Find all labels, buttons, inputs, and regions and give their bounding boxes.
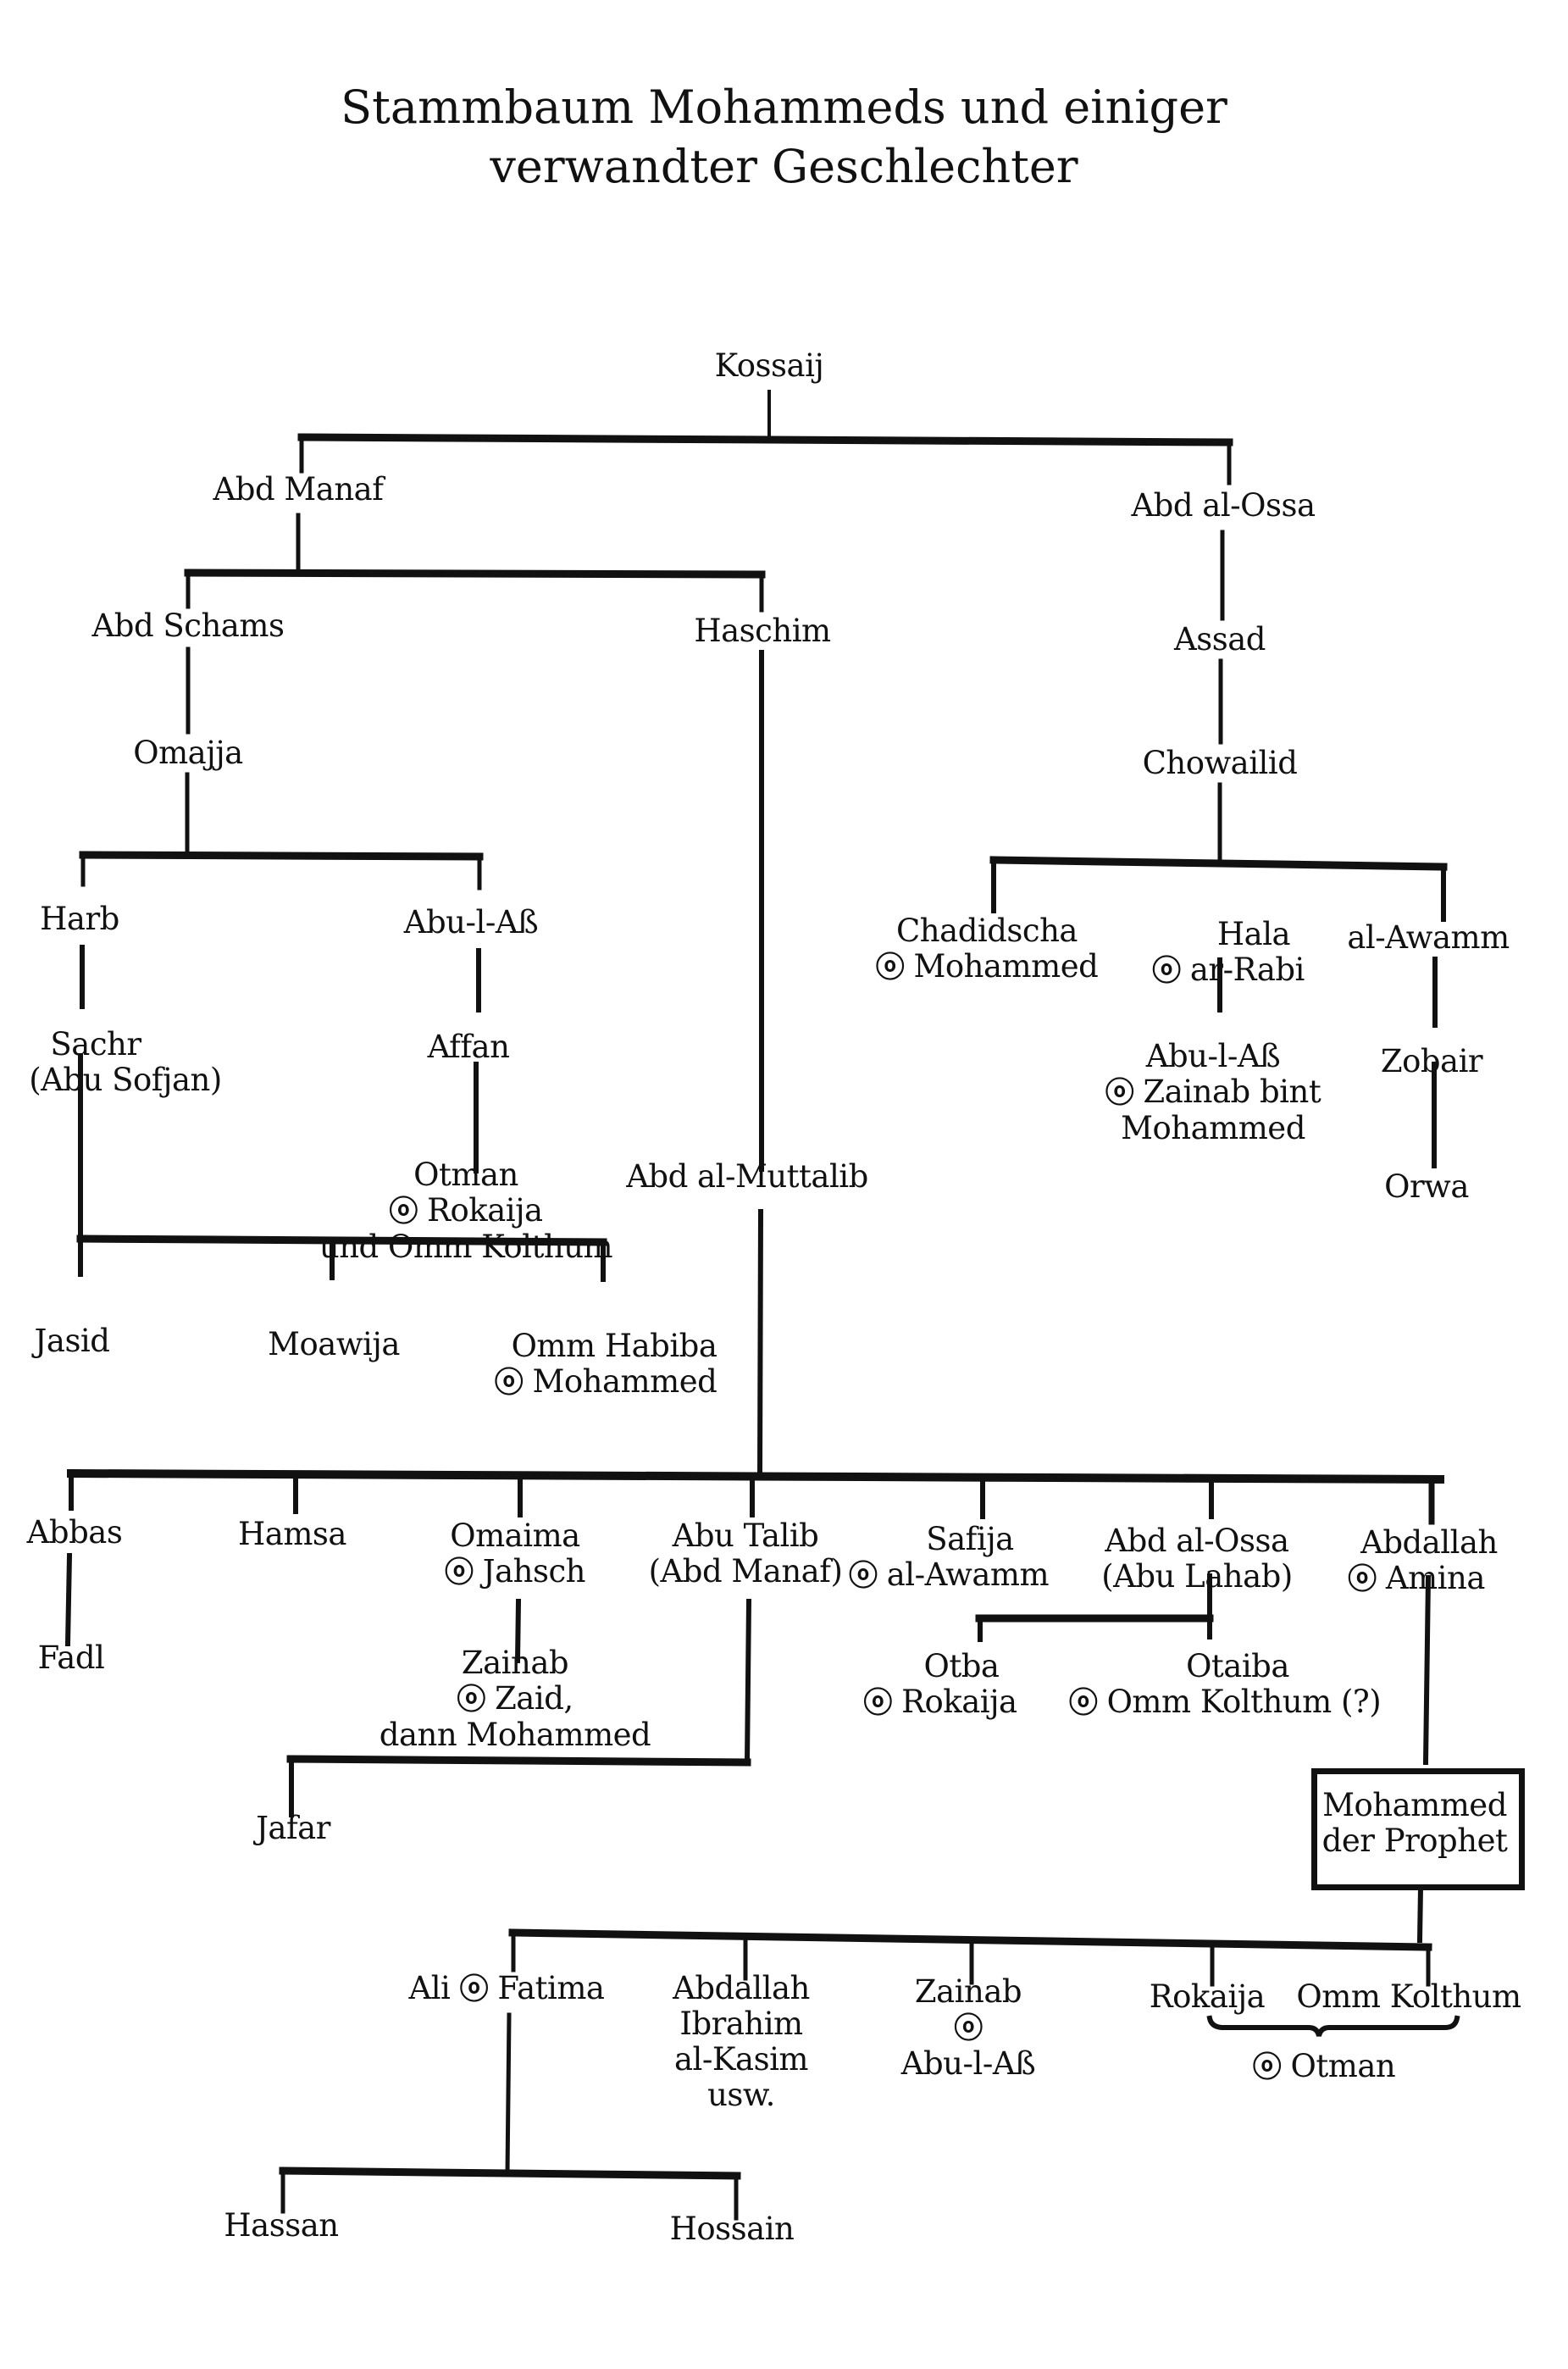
node-affan: Affan [427,1029,510,1065]
node-hassan: Hassan [224,2207,339,2244]
marriage-icon: ⓞ [1152,954,1181,988]
node-mohammed-der-prophet: Mohammed der Prophet [1321,1787,1508,1859]
node-kossaij: Kossaij [714,347,824,384]
node-abu-lahab: Abd al-Ossa (Abu Lahab) [1101,1523,1293,1595]
node-hamsa: Hamsa [238,1516,346,1552]
diagram-title: Stammbaum Mohammeds und einiger verwandt… [0,78,1568,197]
connector [66,1468,1445,1484]
connector [64,1552,73,1647]
node-hala: Hala ⓞ ar-Rabi [1152,916,1305,989]
node-hossain: Hossain [669,2211,795,2247]
node-abu-l-ass-2: Abu-l-Aß ⓞ Zainab bint Mohammed [1105,1038,1321,1146]
node-jafar: Jafar [256,1810,330,1846]
node-safija: Safija ⓞ al-Awamm [848,1521,1050,1594]
node-abd-al-muttalib: Abd al-Muttalib [626,1158,868,1195]
connector [989,856,1448,871]
marriage-icon: ⓞ [459,1972,489,2006]
node-abbas: Abbas [26,1514,123,1551]
node-chadidscha: Chadidscha ⓞ Mohammed [875,913,1099,985]
connector [297,433,1233,447]
node-abdallah-ibrahim: Abdallah Ibrahim al-Kasim usw. [673,1970,810,2113]
mohammed-box [1311,1768,1525,1890]
node-al-awamm: al-Awamm [1347,919,1510,956]
marriage-icon: ⓞ [457,1683,485,1717]
marriage-icon: ⓞ [848,1559,878,1593]
connector [76,1234,607,1246]
marriage-icon: ⓞ [875,951,905,985]
node-harb: Harb [40,901,119,937]
node-chowailid: Chowailid [1142,745,1298,781]
marriage-icon: ⓞ [863,1686,892,1720]
node-omajja: Omajja [133,735,243,771]
marriage-icon: ⓞ [954,2011,983,2045]
node-assad: Assad [1174,621,1266,657]
node-abu-talib: Abu Talib (Abd Manaf) [648,1517,843,1590]
node-abd-schams: Abd Schams [91,608,285,644]
node-abu-l-ass: Abu-l-Aß [403,904,539,940]
connector [1416,1884,1424,1944]
node-omaima: Omaima ⓞ Jahsch [444,1517,586,1590]
title-line-2: verwandter Geschlechter [490,140,1078,193]
marriage-icon: ⓞ [494,1366,524,1400]
connector [744,1598,752,1766]
marriage-icon: ⓞ [444,1556,474,1590]
node-abd-manaf: Abd Manaf [213,471,384,508]
connector [184,569,766,579]
node-fadl: Fadl [37,1639,105,1676]
node-omm-habiba: Omm Habiba ⓞ Mohammed [494,1328,718,1401]
marriage-icon: ⓞ [1105,1076,1134,1110]
node-abd-al-ossa: Abd al-Ossa [1131,487,1316,524]
node-zobair: Zobair [1380,1043,1483,1079]
marriage-icon: ⓞ [1252,2050,1282,2084]
node-moawija: Moawija [268,1326,400,1362]
node-abdallah: Abdallah ⓞ Amina [1348,1524,1498,1597]
node-ali-fatima: Ali ⓞ Fatima [408,1970,606,2007]
marriage-icon: ⓞ [389,1195,418,1229]
node-otaiba: Otaiba ⓞ Omm Kolthum (?) [1068,1648,1382,1721]
node-otman: Otman ⓞ Rokaija und Omm Kolthum [319,1157,613,1265]
node-zainab: Zainab ⓞ Zaid, dann Mohammed [379,1645,651,1753]
brace [1206,2015,1460,2037]
connector [279,2166,741,2180]
node-omm-kolthum: Omm Kolthum [1296,1978,1521,2015]
title-line-1: Stammbaum Mohammeds und einiger [341,80,1227,134]
connector [79,851,484,861]
connector [756,1208,764,1478]
connector [1422,1574,1432,1766]
node-haschim: Haschim [694,613,831,649]
node-rokaija: Rokaija [1149,1978,1266,2015]
connector [286,1755,751,1767]
node-orwa: Orwa [1384,1168,1469,1205]
node-zainab-2: Zainab ⓞ Abu-l-Aß [900,1973,1036,2082]
node-jasid: Jasid [34,1323,110,1359]
connector [505,2012,512,2176]
node-otba: Otba ⓞ Rokaija [863,1648,1017,1721]
marriage-icon: ⓞ [1348,1562,1377,1596]
node-sachr: Sachr (Abu Sofjan) [29,1026,222,1098]
node-otman-2: ⓞ Otman [1252,2048,1396,2085]
marriage-icon: ⓞ [1068,1686,1098,1720]
